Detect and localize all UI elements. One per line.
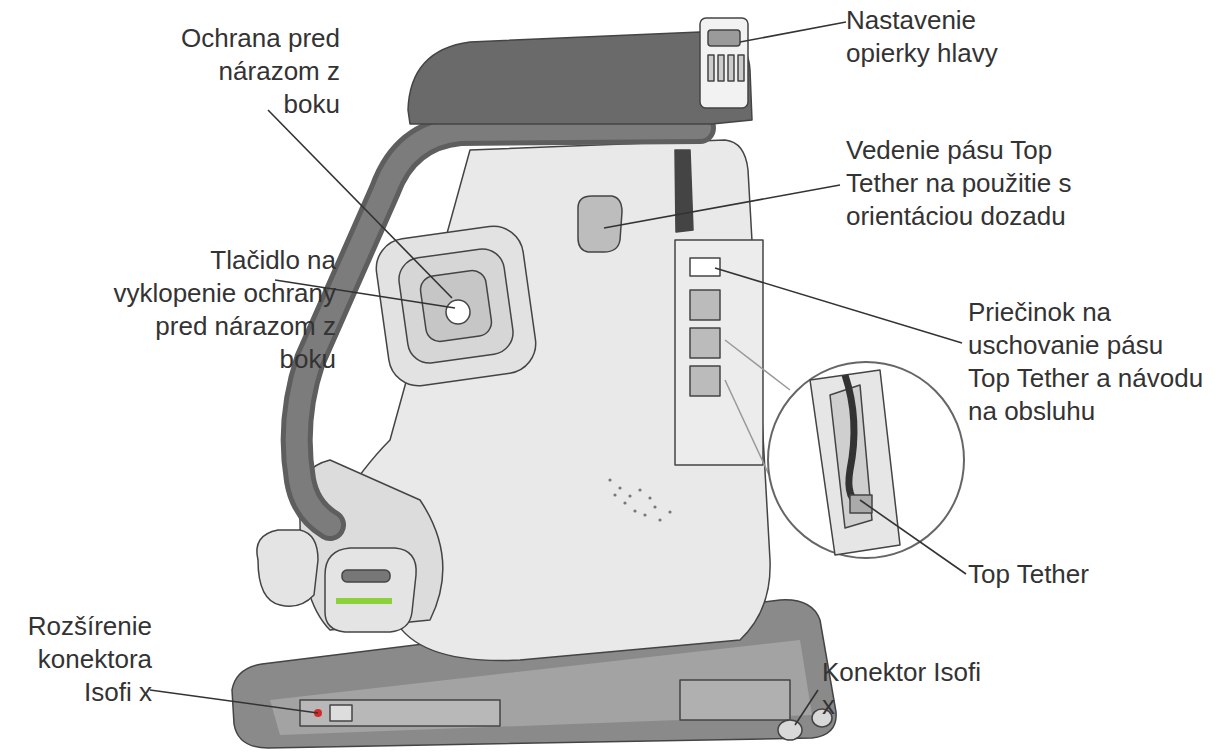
storage-panel [675, 240, 763, 465]
side-wing [297, 128, 700, 525]
zoom-panel [810, 370, 900, 555]
callout-label: Nastavenie opierky hlavy [846, 4, 1046, 70]
callout-label: Top Tether [968, 558, 1108, 591]
zoom-hook [850, 495, 872, 513]
callout-label: Vedenie pásu Top Tether na použitie s or… [846, 134, 1131, 233]
leader-line [150, 690, 318, 713]
side-impact-outer [372, 222, 539, 389]
side-impact-button [446, 300, 470, 324]
isofix-connector [778, 720, 802, 740]
armrest-left [257, 530, 318, 606]
callout-label: Priečinok na uschovanie pásu Top Tether … [968, 296, 1208, 428]
side-impact-core [419, 269, 494, 344]
headrest-lever [708, 30, 740, 46]
callout-label: Rozšírenie konektora Isofi x [2, 610, 152, 709]
callout-label: Konektor Isofi x [822, 656, 982, 722]
panel-icon [690, 258, 720, 276]
zoom-circle [768, 362, 964, 558]
belt-guide-marker [336, 598, 392, 604]
isofix-extension-rail [300, 700, 500, 726]
leader-lines [150, 22, 966, 725]
leader-line [715, 268, 962, 343]
leader-line [604, 185, 840, 228]
headrest-teeth [708, 55, 744, 81]
zoom-line [725, 340, 790, 390]
callout-label: Ochrana pred nárazom z boku [168, 22, 340, 121]
side-impact-pad [396, 246, 516, 366]
panel-icon [690, 366, 720, 396]
side-wing-face [297, 128, 700, 525]
headrest-adjuster [700, 18, 748, 108]
zoom-tether [845, 375, 862, 505]
leader-line [740, 22, 846, 42]
armrest [325, 548, 416, 632]
base-panel [680, 680, 790, 720]
vent-dots [608, 478, 671, 521]
seat-drawing [232, 18, 964, 748]
leader-line [795, 690, 818, 725]
leader-line [860, 500, 966, 574]
callout-label: Tlačidlo na vyklopenie ochrany pred nára… [100, 244, 336, 376]
panel-icon [690, 328, 720, 358]
belt-guide [342, 570, 390, 582]
tether-guide [578, 196, 622, 252]
panel-icon [690, 290, 720, 320]
isofix-button [330, 705, 352, 721]
tether-strap [675, 150, 693, 232]
